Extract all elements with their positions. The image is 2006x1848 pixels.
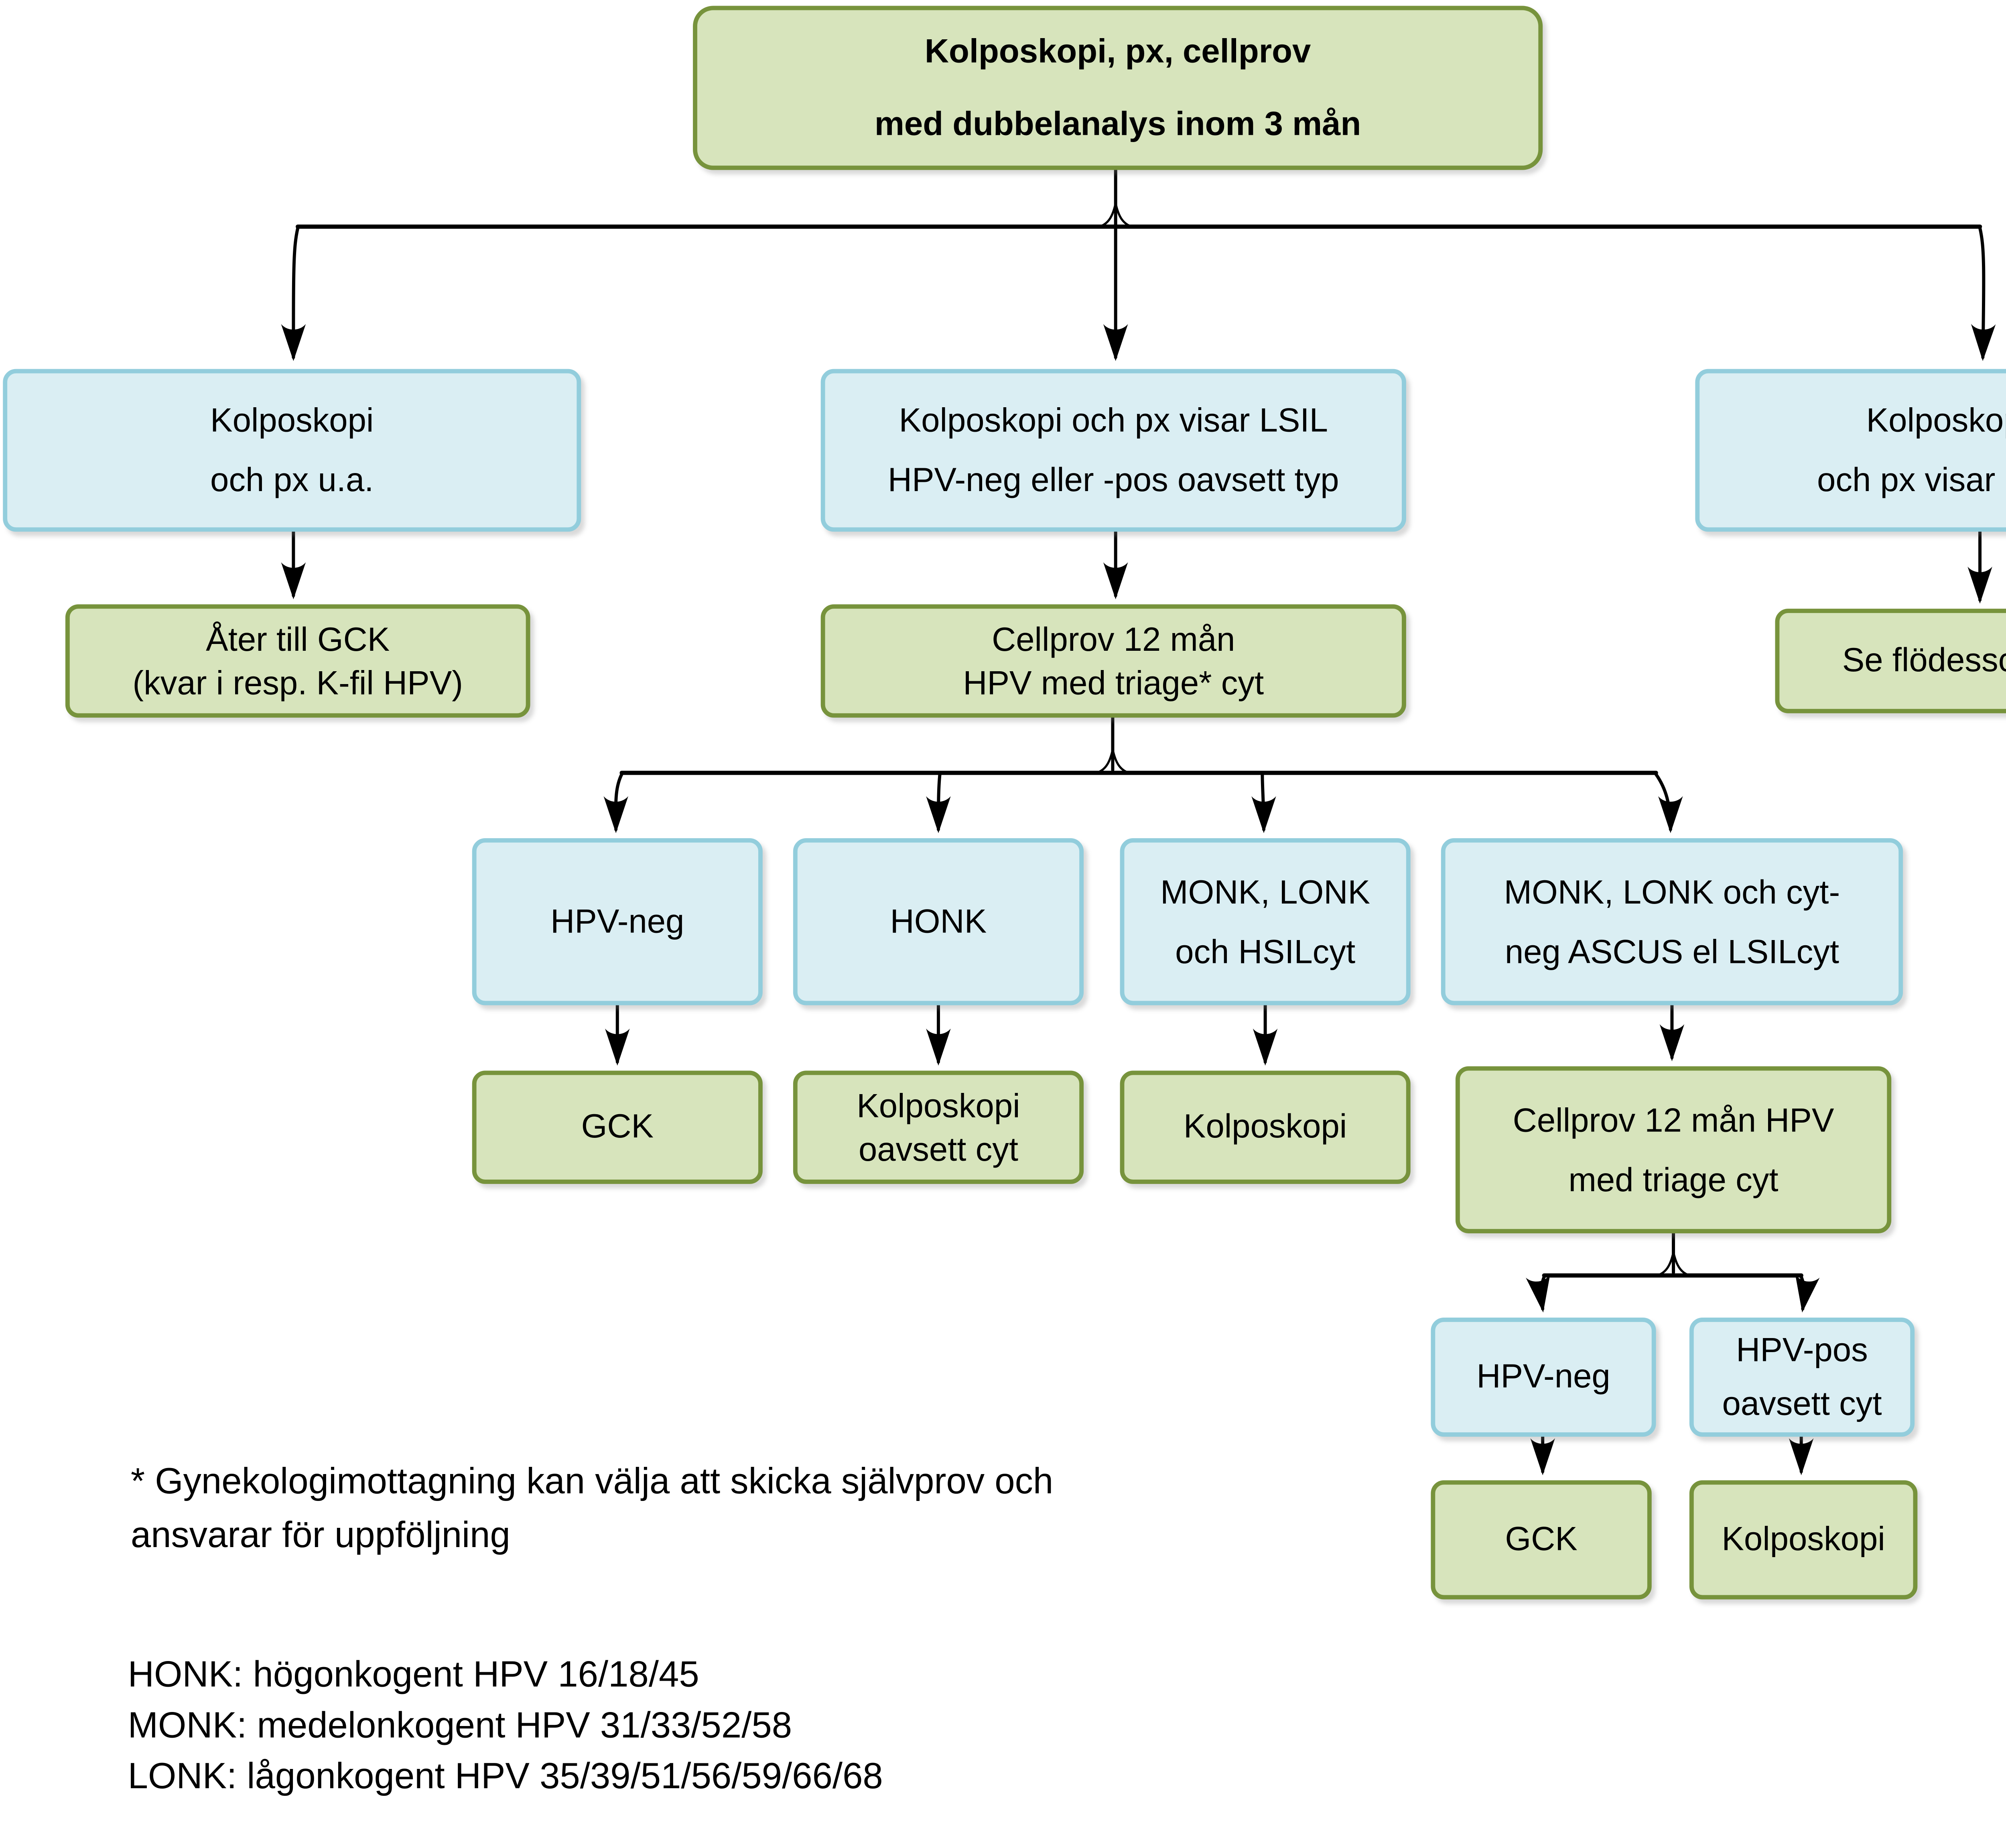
node-kolposkopi-2: Kolposkopi — [1689, 1480, 1918, 1600]
flare-bottom-left-icon — [1656, 1251, 1675, 1277]
footnote-line: * Gynekologimottagning kan välja att ski… — [130, 1461, 1054, 1502]
node-gck-2: GCK — [1431, 1480, 1652, 1600]
node-label-line: MONK, LONK — [1160, 872, 1370, 910]
node-start: Kolposkopi, px, cellprov med dubbelanaly… — [693, 6, 1543, 170]
node-hpv-neg-2: HPV-neg — [1431, 1317, 1656, 1437]
node-monk-lonk-cytneg: MONK, LONK och cyt- neg ASCUS el LSILcyt — [1441, 838, 1903, 1005]
legend-monk: MONK: medelonkogent HPV 31/33/52/58 — [128, 1705, 792, 1746]
node-label-line: Kolposkopi, px, cellprov — [924, 32, 1311, 70]
node-label-line: Åter till GCK — [206, 619, 390, 658]
node-label-line: HPV-pos — [1736, 1331, 1868, 1369]
node-label-line: och HSILcyt — [1175, 932, 1356, 970]
connector-bar-to-hsil — [1971, 226, 1996, 361]
node-label-line: Cellprov 12 mån — [992, 619, 1235, 658]
node-label-line: HPV-neg — [550, 902, 684, 940]
node-kolposkopi-px-hsil: Kolposkopi och px visar HSIL — [1695, 369, 2006, 532]
node-label-line: Kolposkopi — [857, 1086, 1020, 1124]
node-label-line: HPV-neg — [1476, 1357, 1610, 1395]
footnote-line: ansvarar för uppföljning — [130, 1515, 510, 1556]
node-se-flodesschema-3: Se flödesschema 3 — [1775, 609, 2006, 713]
flare-top-right-icon — [1114, 202, 1133, 228]
node-label-line: HONK — [890, 902, 987, 940]
node-label-line: Kolposkopi och px visar LSIL — [899, 401, 1328, 439]
legend-honk: HONK: högonkogent HPV 16/18/45 — [128, 1654, 699, 1696]
node-label-line: Se flödesschema 3 — [1842, 641, 2006, 679]
node-label-line: Kolposkopi — [1866, 401, 2006, 439]
flare-mid-right-icon — [1111, 748, 1130, 774]
node-label-line: HPV med triage* cyt — [963, 664, 1264, 702]
node-label-line: HPV-neg eller -pos oavsett typ — [887, 460, 1339, 498]
node-label-line: oavsett cyt — [858, 1130, 1018, 1168]
connector-bar-to-hpvneg — [603, 772, 628, 833]
node-kolposkopi-px-ua: Kolposkopi och px u.a. — [3, 369, 581, 532]
node-label-line: Kolposkopi — [210, 401, 374, 439]
connector-bar-to-honk — [926, 772, 951, 833]
node-cellprov-12-man-2: Cellprov 12 mån HPV med triage cyt — [1455, 1066, 1892, 1233]
node-gck-1: GCK — [472, 1070, 763, 1184]
footnote: * Gynekologimottagning kan välja att ski… — [131, 1456, 1053, 1563]
node-label-line: oavsett cyt — [1722, 1384, 1882, 1422]
node-hpv-pos-oavsett-cyt: HPV-pos oavsett cyt — [1689, 1317, 1915, 1437]
node-ater-till-gck: Åter till GCK (kvar i resp. K-fil HPV) — [65, 604, 530, 718]
node-label-line: och px visar HSIL — [1817, 460, 2006, 498]
connector-bar-to-hpvneg2 — [1525, 1274, 1550, 1313]
node-kolposkopi-oavsett-cyt: Kolposkopi oavsett cyt — [793, 1070, 1084, 1184]
node-label-line: (kvar i resp. K-fil HPV) — [132, 664, 463, 702]
flare-bottom-right-icon — [1672, 1251, 1691, 1277]
flare-mid-left-icon — [1095, 748, 1114, 774]
node-label-line: Kolposkopi — [1722, 1520, 1885, 1558]
node-label-line: GCK — [1505, 1520, 1578, 1558]
connector-bar-to-monk-cytneg — [1654, 772, 1683, 833]
node-label-line: med triage cyt — [1568, 1160, 1779, 1198]
node-label-line: GCK — [581, 1107, 654, 1145]
node-honk: HONK — [793, 838, 1084, 1005]
node-label-line: med dubbelanalys inom 3 mån — [874, 104, 1361, 142]
node-label-line: Cellprov 12 mån HPV — [1513, 1100, 1834, 1139]
node-kolposkopi-px-lsil: Kolposkopi och px visar LSIL HPV-neg ell… — [820, 369, 1406, 532]
node-label-line: och px u.a. — [210, 460, 374, 498]
node-label-line: neg ASCUS el LSILcyt — [1504, 932, 1840, 970]
node-hpv-neg-1: HPV-neg — [472, 838, 763, 1005]
node-cellprov-12-man-triage: Cellprov 12 mån HPV med triage* cyt — [820, 604, 1406, 718]
node-label-line: MONK, LONK och cyt- — [1504, 872, 1840, 910]
connector-bar-to-hpvpos — [1795, 1274, 1820, 1313]
node-monk-lonk-hsilcyt: MONK, LONK och HSILcyt — [1120, 838, 1411, 1005]
connector-bar-to-monk-hsilcyt — [1251, 772, 1276, 833]
node-kolposkopi-1: Kolposkopi — [1120, 1070, 1411, 1184]
legend-lonk: LONK: lågonkogent HPV 35/39/51/56/59/66/… — [128, 1756, 883, 1797]
legend: HONK: högonkogent HPV 16/18/45 MONK: med… — [128, 1650, 883, 1803]
connector-bar-to-ua — [281, 226, 306, 361]
node-label-line: Kolposkopi — [1183, 1107, 1347, 1145]
flare-top-left-icon — [1098, 202, 1117, 228]
